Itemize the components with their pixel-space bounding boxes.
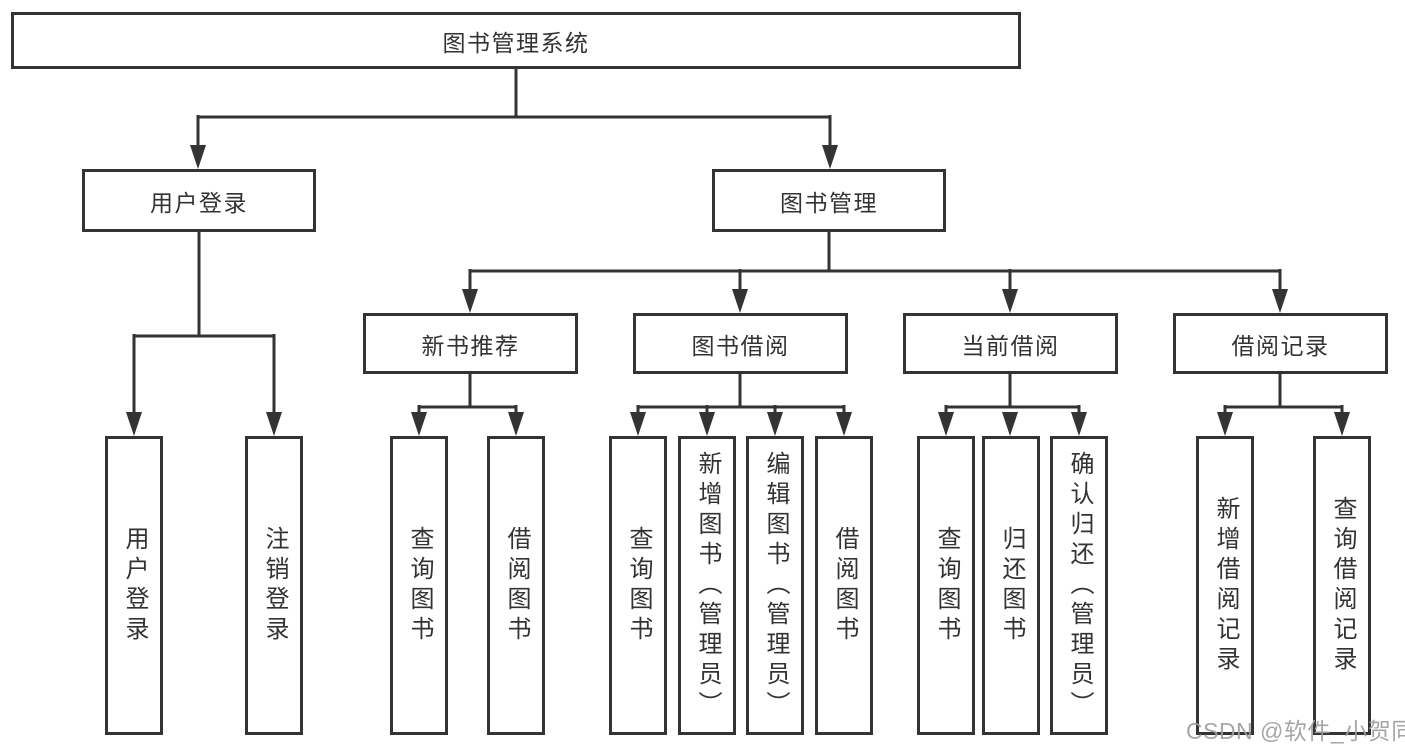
node-label: 用户登录: [121, 525, 148, 646]
node-label: 确认归还（管理员）: [1066, 450, 1093, 721]
leaf-user-login: 用户登录: [105, 436, 163, 735]
node-label: 查询图书: [625, 525, 652, 646]
node-label: 借阅图书: [503, 525, 530, 646]
node-label: 新增借阅记录: [1212, 495, 1239, 676]
node-label: 查询借阅记录: [1329, 495, 1356, 676]
node-label: 图书管理系统: [442, 29, 590, 56]
node-label: 查询图书: [933, 525, 960, 646]
leaf-borrow-books-recommend: 借阅图书: [487, 436, 545, 735]
node-borrow-records: 借阅记录: [1173, 313, 1388, 374]
node-label: 借阅记录: [1231, 332, 1330, 359]
leaf-borrow-books: 借阅图书: [815, 436, 873, 735]
node-user-login: 用户登录: [82, 169, 316, 232]
arrowheads: [126, 145, 1350, 436]
node-label: 归还图书: [998, 525, 1025, 646]
leaf-return-books: 归还图书: [982, 436, 1040, 735]
leaf-confirm-return-admin: 确认归还（管理员）: [1050, 436, 1108, 735]
node-book-borrow: 图书借阅: [633, 313, 848, 374]
leaf-query-books-current: 查询图书: [917, 436, 975, 735]
node-label: 编辑图书（管理员）: [762, 450, 789, 721]
node-label: 新书推荐: [421, 332, 520, 359]
leaf-logout: 注销登录: [245, 436, 303, 735]
node-label: 图书借阅: [691, 332, 790, 359]
csdn-watermark: CSDN @软件_小贺同学: [1186, 718, 1405, 744]
node-book-management: 图书管理: [712, 169, 946, 232]
leaf-query-books-borrow: 查询图书: [609, 436, 667, 735]
node-label: 注销登录: [261, 525, 288, 646]
node-label: 当前借阅: [961, 332, 1060, 359]
node-library-management-system: 图书管理系统: [11, 12, 1021, 69]
node-new-book-recommend: 新书推荐: [363, 313, 578, 374]
node-label: 用户登录: [150, 189, 248, 216]
node-label: 新增图书（管理员）: [694, 450, 721, 721]
leaf-add-borrow-record: 新增借阅记录: [1196, 436, 1254, 735]
leaf-add-book-admin: 新增图书（管理员）: [678, 436, 736, 735]
leaf-query-books-recommend: 查询图书: [390, 436, 448, 735]
node-label: 图书管理: [780, 189, 878, 216]
leaf-query-borrow-record: 查询借阅记录: [1313, 436, 1371, 735]
leaf-edit-book-admin: 编辑图书（管理员）: [746, 436, 804, 735]
node-label: 查询图书: [406, 525, 433, 646]
node-current-borrow: 当前借阅: [903, 313, 1118, 374]
node-label: 借阅图书: [831, 525, 858, 646]
